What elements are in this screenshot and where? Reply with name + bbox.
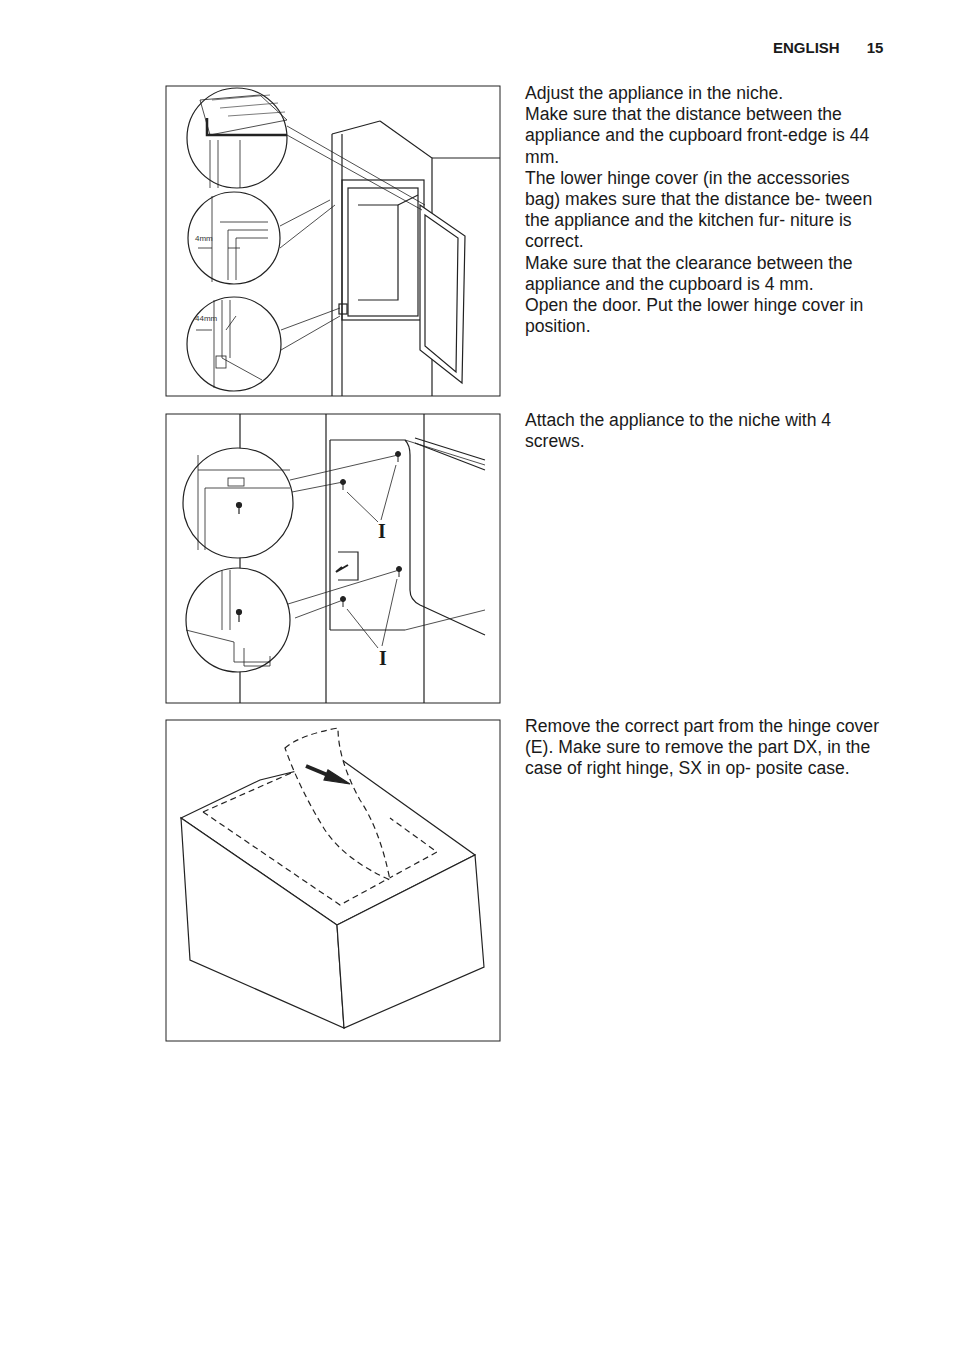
dimension-label: 4mm (195, 234, 213, 243)
figure-frame (166, 720, 500, 1041)
detail-circles (183, 448, 399, 672)
instruction-text: Attach the appliance to the niche with 4… (525, 410, 887, 452)
detail-circles (187, 88, 425, 391)
instruction-text: Open the door. Put the lower hinge cover… (525, 295, 887, 337)
instruction-text: Remove the correct part from the hinge c… (525, 716, 887, 780)
screw-illustration (240, 414, 485, 703)
instruction-text: Make sure that the clearance between the… (525, 253, 887, 295)
text-column: Remove the correct part from the hinge c… (525, 716, 887, 780)
figure-frame (166, 86, 500, 396)
page-header: ENGLISH 15 (773, 39, 883, 57)
section-heading: ENGLISH (773, 39, 840, 56)
figure-frame (166, 414, 500, 703)
instruction-text: Make sure that the distance between the … (525, 104, 887, 168)
instruction-text: Adjust the appliance in the niche. (525, 83, 887, 104)
text-column: Attach the appliance to the niche with 4… (525, 410, 887, 452)
hinge-cover-illustration (181, 728, 484, 1028)
instruction-text: The lower hinge cover (in the accessorie… (525, 168, 887, 253)
callout-label: I (379, 647, 387, 669)
text-column: Adjust the appliance in the niche.Make s… (525, 83, 887, 337)
dimension-label: 44mm (195, 314, 217, 323)
page-number: 15 (867, 39, 884, 56)
niche-illustration (332, 121, 500, 396)
callout-label: I (378, 520, 386, 542)
